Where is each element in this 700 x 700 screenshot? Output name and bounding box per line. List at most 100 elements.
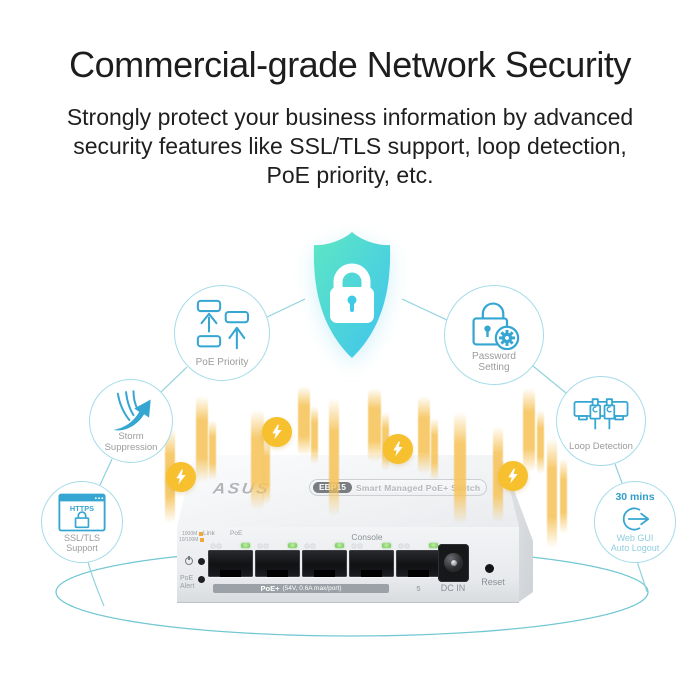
power-streak: [311, 406, 318, 464]
subtitle-line: Strongly protect your business informati…: [66, 104, 634, 130]
feature-poe-priority: PoE Priority: [174, 285, 270, 381]
port-led: [311, 544, 315, 548]
power-streak: [454, 412, 466, 524]
poe-capacity-bar: PoE+ (54V, 0.6A max/port): [213, 584, 389, 593]
rj45-jack: [208, 550, 253, 577]
feature-storm-suppression: Storm Suppression: [89, 379, 173, 463]
power-streak: [196, 396, 208, 482]
port-block: 1234 5: [208, 541, 441, 604]
power-led: [198, 558, 205, 565]
power-streak: [251, 410, 264, 510]
feature-ssl-tls-support: HTTPS SSL/TLS Support: [41, 481, 123, 563]
port-led-row: [208, 543, 253, 549]
svg-text:HTTPS: HTTPS: [70, 504, 94, 513]
poe-led: [335, 543, 344, 548]
rj45-port: 2: [255, 541, 300, 604]
power-streak: [418, 396, 430, 474]
power-streak: [368, 388, 381, 462]
port-led-row: [255, 543, 300, 549]
security-shield-icon: [296, 230, 408, 367]
port-led: [211, 544, 215, 548]
gear-icon: [499, 329, 515, 346]
power-streak: [431, 418, 438, 480]
rj45-port: 4: [349, 541, 394, 604]
power-icon: [185, 556, 193, 565]
power-streak: [560, 458, 567, 534]
lock-icon: [330, 263, 374, 323]
console-label: Console: [351, 532, 383, 542]
power-streak: [537, 410, 544, 474]
subtitle-line: PoE priority, etc.: [266, 162, 434, 188]
feature-password-setting: Password Setting: [444, 285, 544, 385]
dc-in-jack: [438, 544, 469, 582]
port-led: [352, 544, 356, 548]
legend-1000m: 1000M: [182, 531, 204, 537]
led-1000m: [199, 531, 204, 536]
lightning-bolt-icon: [166, 462, 196, 492]
feature-label: PoE Priority: [195, 357, 249, 368]
port-led: [258, 544, 262, 548]
poe-led: [288, 543, 297, 548]
port-led: [305, 544, 309, 548]
subtitle-line: security features like SSL/TLS support, …: [73, 133, 627, 159]
port-led: [358, 544, 362, 548]
legend-link: Link: [203, 530, 215, 537]
lightning-bolt-icon: [262, 417, 292, 447]
poe-priority-icon: [196, 299, 250, 350]
page-title: Commercial-grade Network Security: [69, 44, 631, 85]
power-streak: [209, 420, 216, 480]
legend-10-100m: 10/100M: [179, 537, 205, 543]
rj45-jack: [396, 550, 441, 577]
poe-led: [429, 543, 438, 548]
https-browser-icon: HTTPS: [58, 493, 106, 532]
lightning-bolt-icon: [498, 461, 528, 491]
feature-label: Loop Detection: [569, 441, 633, 452]
power-streak: [523, 388, 535, 472]
rj45-jack: [302, 550, 347, 577]
port-led: [264, 544, 268, 548]
port-led: [399, 544, 403, 548]
lightning-bolt-icon: [383, 434, 413, 464]
power-streak: [329, 398, 339, 516]
dc-in-label: DC IN: [440, 583, 466, 593]
poe-detail-label: (54V, 0.6A max/port): [282, 585, 342, 592]
port-led-row: [302, 543, 347, 549]
model-description: Smart Managed PoE+ Switch: [355, 482, 481, 493]
port-number: 5: [416, 584, 421, 593]
legend-poe: PoE: [230, 530, 243, 537]
poe-led: [382, 543, 391, 548]
auto-logout-icon: [622, 507, 650, 531]
reset-label: Reset: [481, 577, 505, 587]
rj45-port: 5: [396, 541, 441, 604]
feature-label: Storm Suppression: [104, 431, 158, 453]
led-10-100m: [200, 537, 205, 542]
rj45-port: 1: [208, 541, 253, 604]
rj45-port: 3: [302, 541, 347, 604]
loop-detection-icon: [573, 398, 629, 430]
page-subtitle: Strongly protect your business informati…: [0, 103, 700, 190]
power-streak: [298, 386, 310, 456]
poe-alert-label: PoE Alert: [180, 575, 195, 590]
reset-button[interactable]: [485, 564, 494, 573]
feature-auto-logout: 30 mins Web GUI Auto Logout: [594, 481, 676, 563]
poe-plus-label: PoE+: [260, 584, 280, 593]
port-led-row: [349, 543, 394, 549]
power-streak: [547, 438, 557, 548]
port-led: [217, 544, 221, 548]
switch-front-face: 1000M Link 10/100M PoE PoE Alert Console…: [177, 527, 519, 603]
port-led-row: [396, 543, 441, 549]
password-setting-icon: [472, 302, 520, 350]
port-led: [405, 544, 409, 548]
switch-top-face: ASUS EBP15 Smart Managed PoE+ Switch: [177, 455, 519, 527]
feature-loop-detection: Loop Detection: [556, 376, 646, 466]
poe-led: [241, 543, 250, 548]
feature-label: SSL/TLS Support: [63, 533, 101, 553]
feature-label: Web GUI Auto Logout: [610, 533, 660, 553]
storm-suppression-icon: [112, 390, 151, 431]
poe-alert-led: [198, 576, 205, 583]
feature-label: Password Setting: [472, 351, 516, 373]
rj45-jack: [255, 550, 300, 577]
thirty-mins-label: 30 mins: [615, 491, 655, 503]
power-streak: [263, 438, 270, 504]
